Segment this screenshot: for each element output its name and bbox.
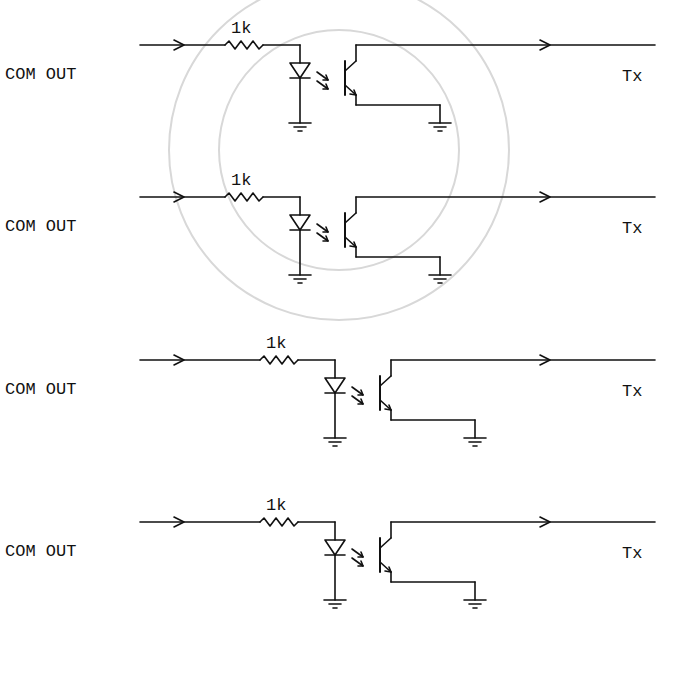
resistor-value: 1k (231, 171, 251, 191)
signal-name: COM OUT (5, 380, 76, 400)
circuit (140, 192, 655, 283)
signal-name: Tx (622, 382, 642, 402)
circuit (140, 517, 655, 608)
resistor-value: 1k (231, 19, 251, 39)
signal-name: Tx (622, 544, 642, 564)
signal-name: COM OUT (5, 217, 76, 237)
circuit (140, 355, 655, 446)
watermark-seal (169, 0, 509, 320)
signal-name: Tx (622, 67, 642, 87)
resistor-value: 1k (266, 496, 286, 516)
signal-name: COM OUT (5, 542, 76, 562)
signal-name: COM OUT (5, 65, 76, 85)
signal-name: Tx (622, 219, 642, 239)
resistor-value: 1k (266, 334, 286, 354)
circuit (140, 40, 655, 131)
